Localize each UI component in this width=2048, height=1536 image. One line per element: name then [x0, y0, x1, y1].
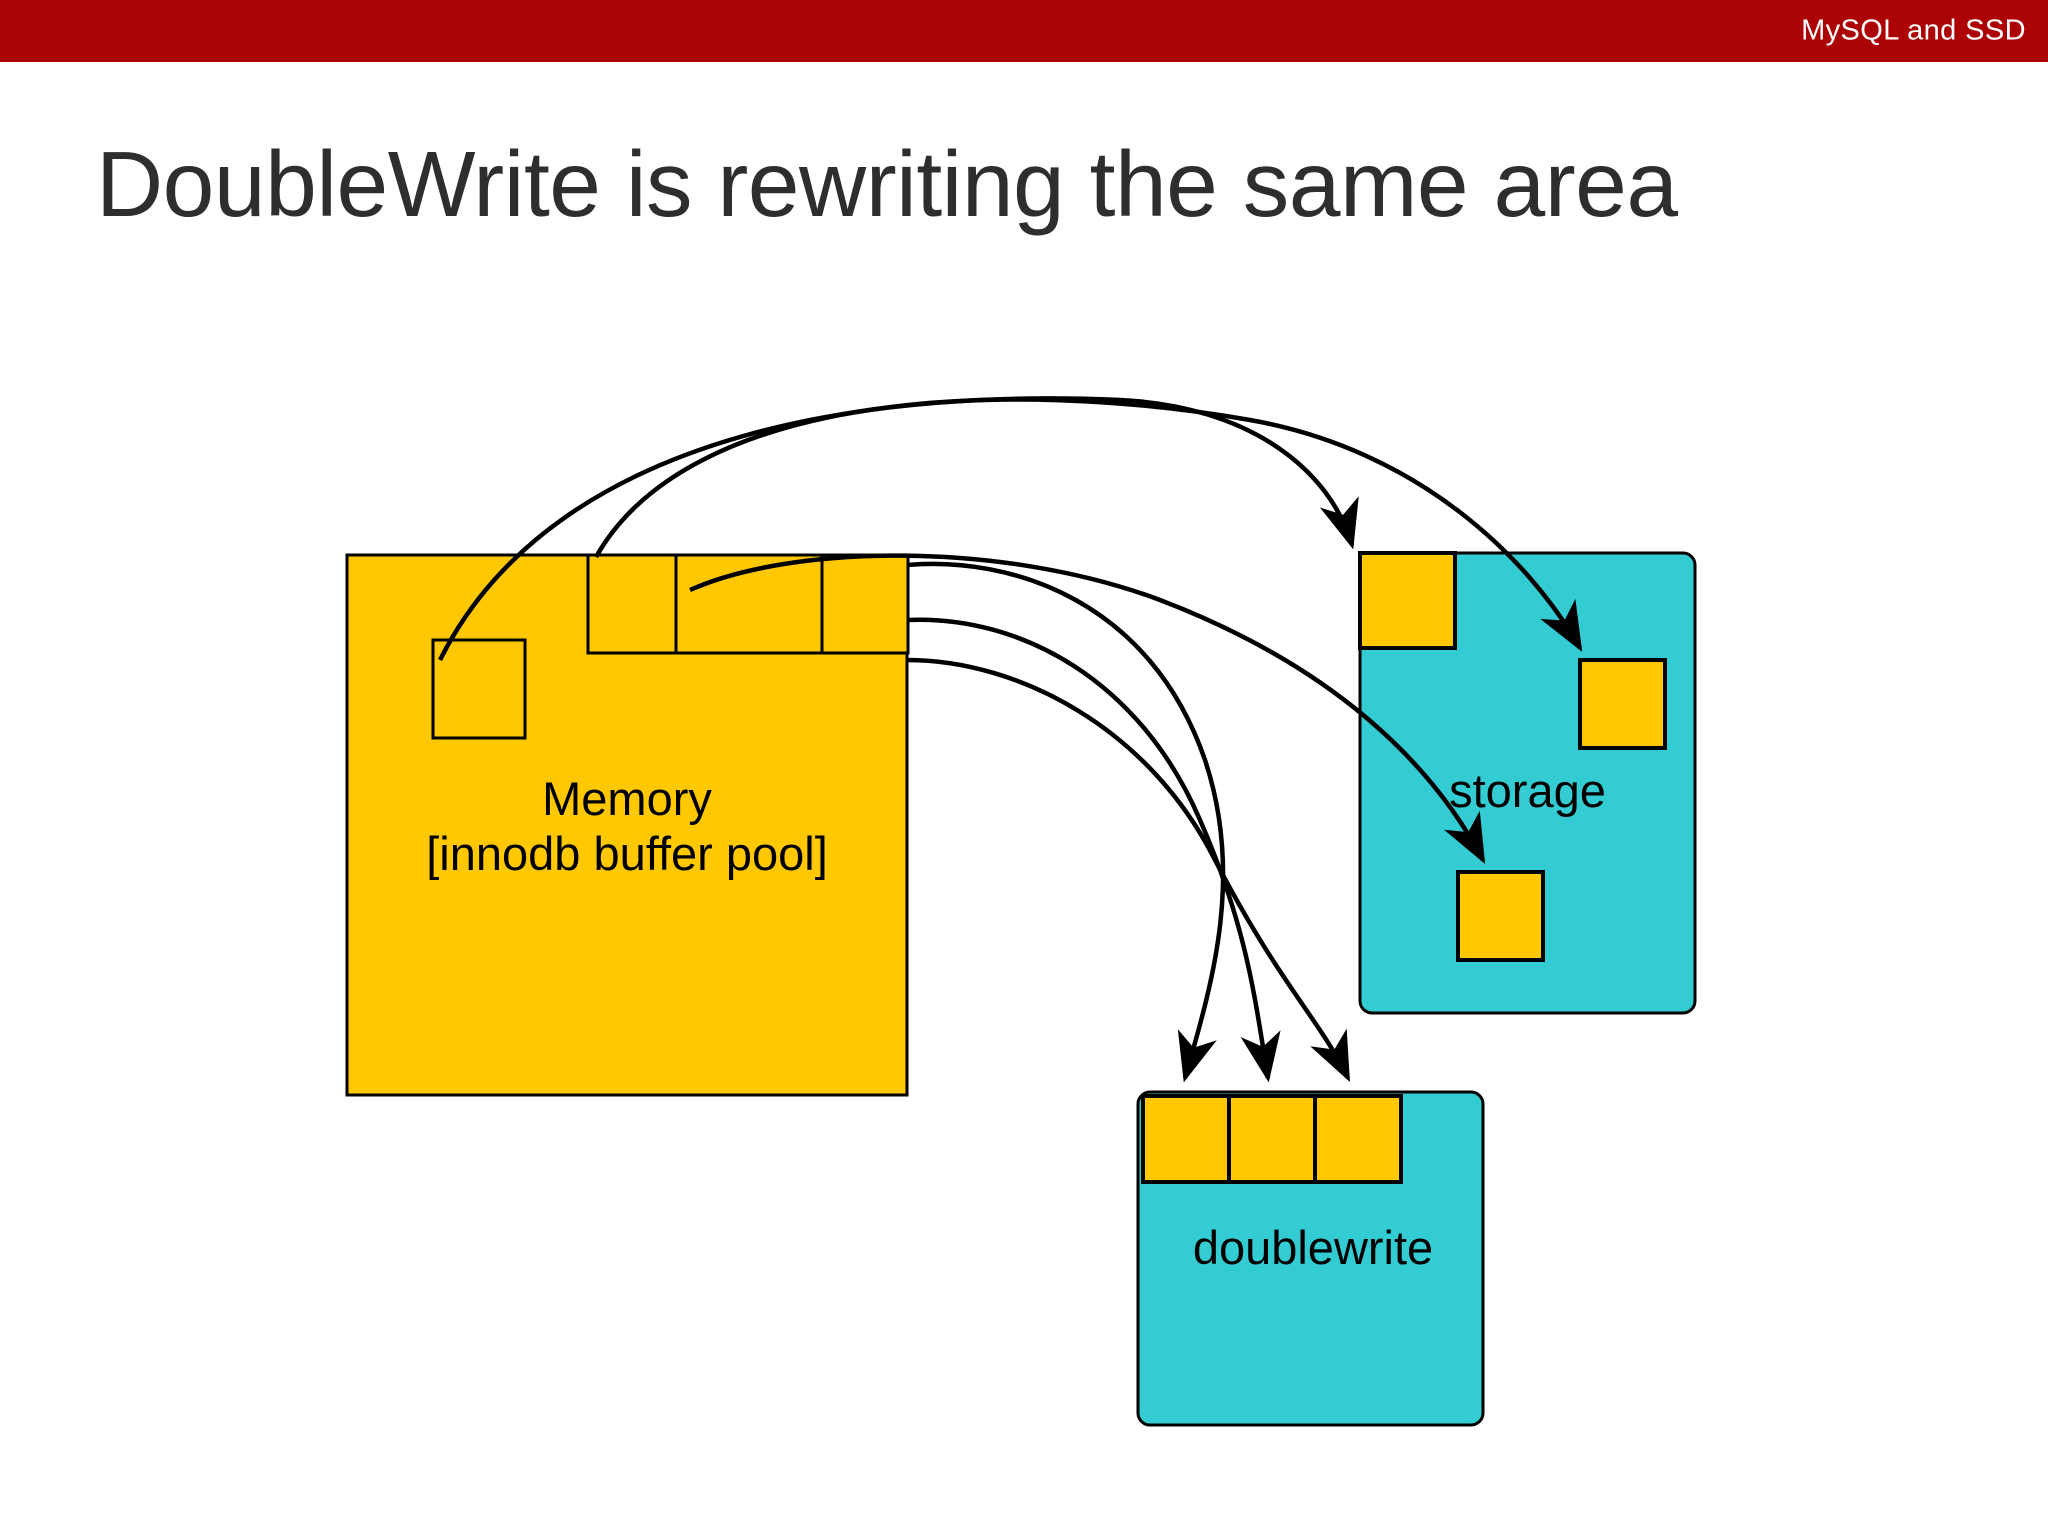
page-title: DoubleWrite is rewriting the same area	[96, 132, 1678, 236]
memory-page-4	[820, 553, 910, 655]
edges-memory-to-storage	[437, 396, 1583, 864]
edges-memory-to-doublewrite	[906, 561, 1351, 1083]
header-bar: MySQL and SSD	[0, 0, 2048, 62]
edge-memory-to-storage-3	[689, 553, 1486, 864]
doublewrite-page-1	[1141, 1094, 1231, 1184]
node-doublewrite	[1136, 1090, 1485, 1427]
node-storage	[1358, 551, 1697, 1015]
storage-page-3	[1456, 870, 1545, 962]
edge-memory-to-doublewrite-1	[906, 561, 1226, 1083]
edge-memory-to-doublewrite-2	[906, 617, 1281, 1083]
edge-memory-to-doublewrite-3	[906, 657, 1351, 1083]
edge-memory-to-storage-2	[594, 397, 1583, 652]
doublewrite-page-2	[1227, 1094, 1317, 1184]
node-memory	[345, 553, 910, 1097]
memory-page-2	[586, 553, 682, 655]
doublewrite-page-3	[1313, 1094, 1403, 1184]
header-title: MySQL and SSD	[1801, 14, 2026, 47]
memory-page-1	[431, 638, 527, 740]
storage-page-1	[1358, 551, 1457, 650]
storage-page-2	[1578, 658, 1667, 750]
